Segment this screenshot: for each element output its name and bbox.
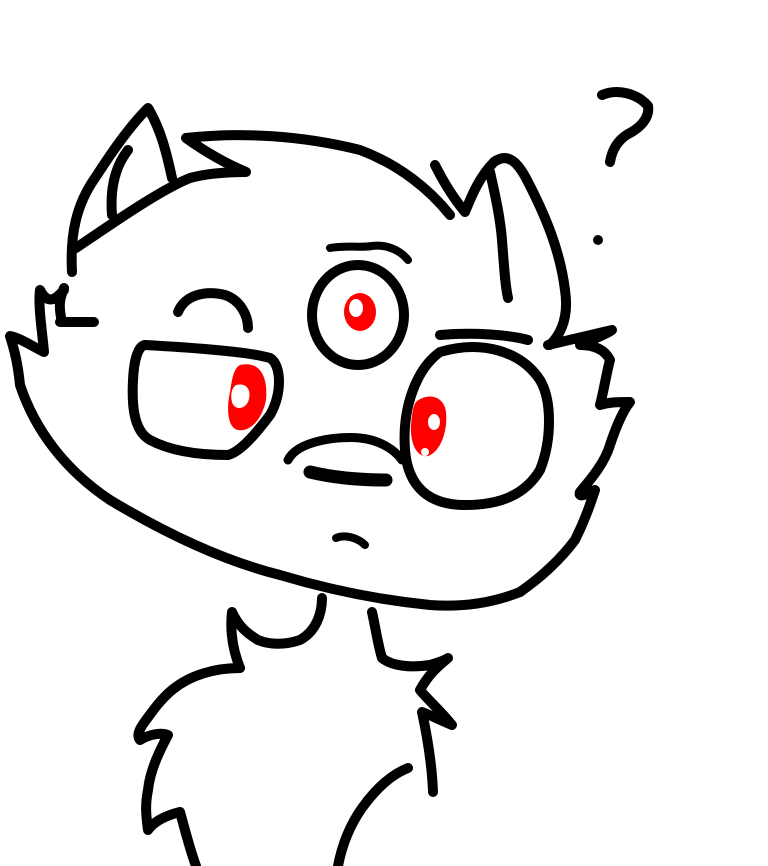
right-eye-outline [399, 342, 554, 510]
right-eye-iris [410, 396, 447, 457]
left-eye-highlight [231, 384, 250, 408]
right-cheek-tuft [515, 325, 635, 597]
chin-jaw [105, 495, 525, 611]
right-eye-highlight [428, 414, 440, 430]
question-mark-dot [593, 235, 603, 245]
right-eye-brow [435, 328, 533, 345]
body-left-fur [133, 663, 245, 866]
head-top [71, 130, 455, 253]
right-ear-inner [485, 167, 513, 303]
question-mark [593, 87, 654, 245]
face-details [283, 433, 407, 549]
head-outline [5, 103, 635, 611]
neck-right [367, 607, 457, 797]
center-eye [307, 241, 412, 370]
center-eye-brow [326, 241, 412, 264]
left-ear-inner [106, 145, 133, 220]
center-eye-outline [307, 260, 409, 370]
head-right-tuft [430, 153, 572, 350]
center-eye-highlight [349, 299, 363, 317]
chin-mark [332, 532, 369, 549]
left-eye [127, 340, 284, 460]
left-eye-outline [127, 340, 284, 460]
nose-brow [283, 433, 407, 465]
neck-left [226, 593, 327, 673]
body-outline [133, 593, 457, 866]
left-eyelid-arc [173, 288, 253, 333]
left-ear-outline [66, 103, 177, 277]
question-mark-hook [597, 87, 654, 167]
mouth-line [303, 465, 393, 487]
body-right-fur [333, 763, 413, 866]
right-eye [399, 328, 554, 510]
left-cheek-tuft [5, 283, 115, 505]
right-eye-highlight-small [421, 448, 429, 456]
